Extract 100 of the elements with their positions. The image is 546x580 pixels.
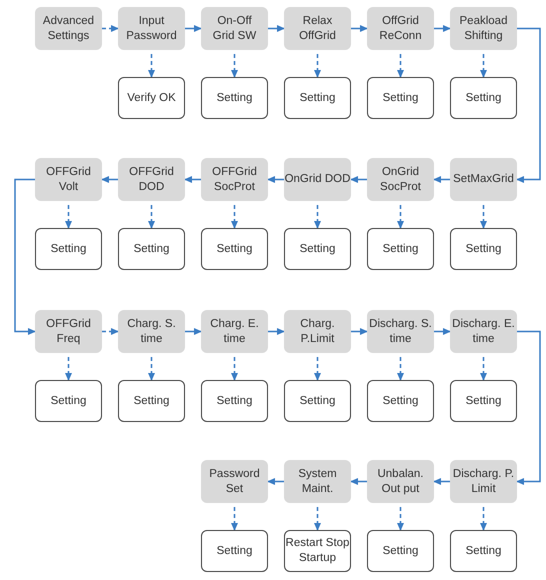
setting-box <box>450 228 517 270</box>
arrow <box>231 54 238 78</box>
box-label: Setting <box>466 90 502 106</box>
arrow <box>231 357 238 381</box>
menu-step-box <box>367 158 434 201</box>
box-label: Setting <box>382 242 418 256</box>
box-label: OFFGrid SocProt <box>211 164 258 194</box>
box-label: On-Off Grid SW <box>212 14 258 44</box>
box-label: Discharg. S. time <box>368 316 433 346</box>
box-label: OnGrid SocProt <box>379 164 422 194</box>
box-label: Setting <box>466 544 502 558</box>
menu-step-box <box>118 310 185 353</box>
menu-step-box <box>35 158 102 201</box>
arrow <box>267 176 284 183</box>
box-label: Setting <box>216 90 252 106</box>
box-label: Input Password <box>125 14 178 44</box>
menu-step-box <box>284 158 351 201</box>
arrow <box>184 176 201 183</box>
arrow <box>480 507 487 531</box>
box-label: Setting <box>216 394 252 408</box>
arrow <box>397 357 404 381</box>
box-label: Setting <box>382 394 418 408</box>
box-label: Setting <box>216 544 252 558</box>
menu-step-box <box>284 7 351 50</box>
box-label: Password Set <box>208 466 261 496</box>
arrow <box>351 328 368 335</box>
arrow <box>480 54 487 78</box>
setting-box <box>201 530 268 572</box>
setting-box <box>450 380 517 422</box>
setting-box <box>201 77 268 119</box>
arrow <box>14 178 36 335</box>
box-label: Setting <box>300 242 336 256</box>
arrow <box>102 25 119 32</box>
box-label: OFFGrid Volt <box>45 164 92 194</box>
arrow <box>185 328 202 335</box>
box-label: Setting <box>50 242 86 256</box>
setting-box <box>284 77 351 119</box>
arrow <box>516 330 541 485</box>
arrow <box>268 328 285 335</box>
menu-step-box <box>284 460 351 503</box>
box-label: OFFGrid Freq <box>45 316 92 346</box>
arrow <box>433 176 450 183</box>
box-label: Unbalan. Out put <box>376 466 425 496</box>
arrow <box>231 507 238 531</box>
box-label: Relax OffGrid <box>298 14 337 44</box>
setting-box <box>284 380 351 422</box>
arrow <box>148 205 155 229</box>
box-label: Verify OK <box>127 90 176 106</box>
arrow <box>434 328 451 335</box>
setting-box <box>450 530 517 572</box>
arrow <box>65 357 72 381</box>
box-label: Setting <box>50 394 86 408</box>
arrow <box>314 205 321 229</box>
arrow <box>101 176 118 183</box>
box-label: Setting <box>216 242 252 256</box>
arrow <box>350 478 367 485</box>
arrow <box>351 25 368 32</box>
menu-step-box <box>201 310 268 353</box>
menu-step-box <box>35 310 102 353</box>
box-label: Charg. S. time <box>126 316 177 346</box>
arrow <box>268 25 285 32</box>
setting-box <box>367 77 434 119</box>
arrow <box>434 25 451 32</box>
setting-box <box>201 228 268 270</box>
arrow <box>314 357 321 381</box>
setting-box <box>284 228 351 270</box>
arrow <box>185 25 202 32</box>
setting-box <box>118 228 185 270</box>
box-label: Setting <box>382 90 418 106</box>
setting-box <box>367 228 434 270</box>
setting-box <box>367 530 434 572</box>
arrow <box>397 507 404 531</box>
setting-box <box>450 77 517 119</box>
box-label: OffGrid ReConn <box>378 14 423 44</box>
setting-box <box>284 530 351 572</box>
box-label: OnGrid DOD <box>284 172 350 187</box>
menu-step-box <box>201 7 268 50</box>
arrow <box>148 357 155 381</box>
arrow <box>267 478 284 485</box>
setting-box <box>367 380 434 422</box>
arrow <box>480 205 487 229</box>
menu-step-box <box>450 158 517 201</box>
arrow <box>350 176 367 183</box>
box-label: Charg. P.Limit <box>299 316 336 346</box>
arrow <box>516 28 541 183</box>
arrow <box>480 357 487 381</box>
menu-step-box <box>367 460 434 503</box>
box-label: Discharg. P. Limit <box>452 466 516 496</box>
box-label: Setting <box>300 90 336 106</box>
arrow <box>102 328 119 335</box>
setting-box <box>35 380 102 422</box>
box-label: System Maint. <box>297 466 338 496</box>
box-label: SetMaxGrid <box>453 172 514 187</box>
arrow <box>148 54 155 78</box>
box-label: Setting <box>134 394 170 408</box>
setting-box <box>35 228 102 270</box>
box-label: OFFGrid DOD <box>128 164 175 194</box>
arrow <box>397 205 404 229</box>
menu-step-box <box>118 158 185 201</box>
box-label: Setting <box>134 242 170 256</box>
